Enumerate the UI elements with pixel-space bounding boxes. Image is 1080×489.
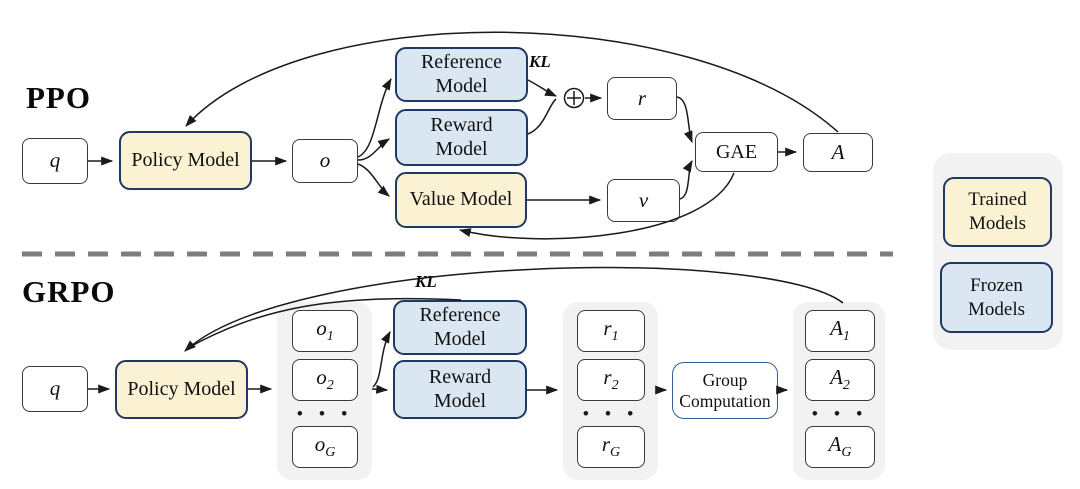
legend-frozen-models-box: Frozen Models (940, 262, 1053, 333)
ppo-value-model-box: Value Model (395, 172, 527, 228)
ppo-section-label: PPO (26, 80, 91, 115)
ppo-q-box: q (22, 138, 88, 184)
arrow-r-to-gae (676, 96, 693, 144)
arrow-o-to-reward (357, 138, 391, 161)
grpo-r2-box: r2 (577, 359, 645, 401)
arrow-o-to-value (357, 163, 390, 197)
plus-circle-icon (563, 87, 585, 109)
arrow-o-to-reference (357, 77, 392, 158)
grpo-policy-model-box: Policy Model (115, 360, 248, 419)
grpo-A1-box: A1 (805, 310, 875, 352)
arrow-v-to-gae (679, 159, 693, 200)
grpo-a-ellipsis: • • • (811, 404, 869, 423)
ppo-reference-model-box: Reference Model (395, 47, 528, 102)
arrow-reference-to-plus (527, 79, 558, 97)
grpo-kl-label: KL (415, 272, 437, 291)
arrow-o-group-to-reward (371, 384, 389, 394)
ppo-gae-box: GAE (695, 132, 778, 172)
ppo-policy-model-box: Policy Model (119, 131, 252, 190)
grpo-rG-box: rG (577, 426, 645, 468)
ppo-r-box: r (607, 77, 677, 120)
ppo-reward-model-box: Reward Model (395, 109, 528, 166)
grpo-reference-model-box: Reference Model (393, 300, 527, 355)
grpo-AG-box: AG (805, 426, 875, 468)
grpo-section-label: GRPO (22, 274, 116, 309)
legend-trained-models-box: Trained Models (943, 177, 1052, 247)
grpo-o2-box: o2 (292, 359, 358, 401)
ppo-kl-label: KL (529, 52, 551, 71)
ppo-o-box: o (292, 139, 358, 183)
grpo-q-box: q (22, 366, 88, 412)
curve-reward-to-plus (527, 98, 557, 135)
grpo-reward-model-box: Reward Model (393, 360, 527, 419)
grpo-o-ellipsis: • • • (296, 404, 354, 423)
ppo-advantage-box: A (803, 133, 873, 172)
grpo-r1-box: r1 (577, 310, 645, 352)
grpo-o1-box: o1 (292, 310, 358, 352)
ppo-v-box: v (607, 179, 680, 222)
grpo-A2-box: A2 (805, 359, 875, 401)
arrow-o-group-to-reference (372, 330, 391, 388)
grpo-r-ellipsis: • • • (582, 404, 640, 423)
grpo-group-computation-box: Group Computation (672, 362, 778, 419)
grpo-oG-box: oG (292, 426, 358, 468)
